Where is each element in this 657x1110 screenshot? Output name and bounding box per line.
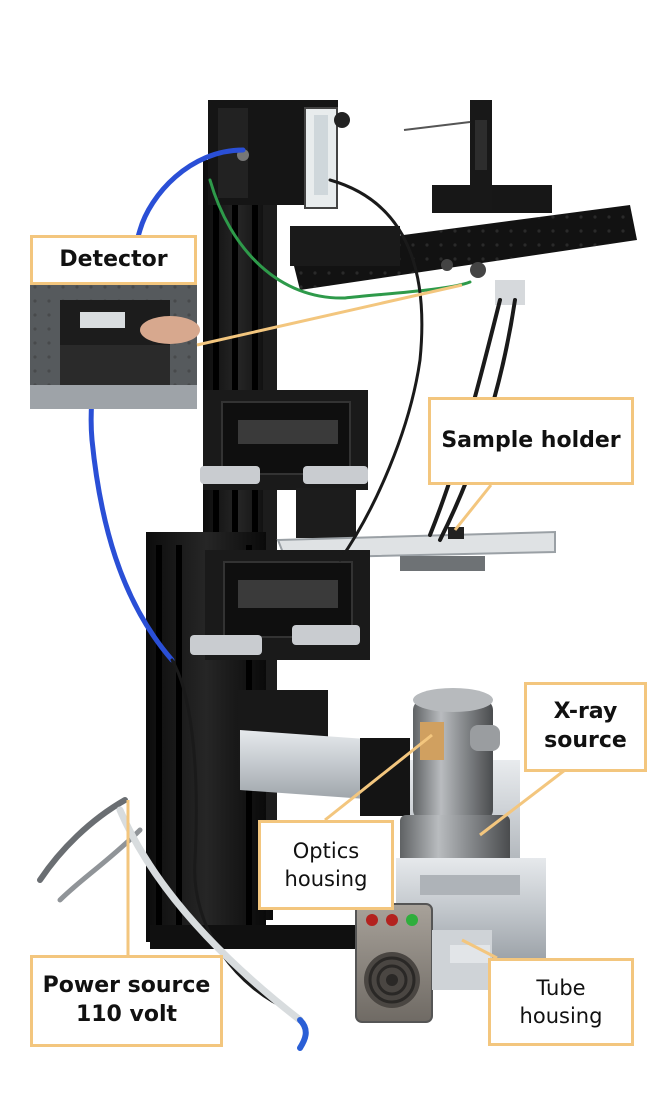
optics-housing-leader (324, 733, 433, 822)
cables (37, 147, 517, 1051)
xray-source-label: X-ray source (524, 682, 647, 772)
sample-holder-label: Sample holder (428, 397, 634, 485)
detector-label: Detector (30, 235, 197, 285)
tube-housing-leader (461, 938, 498, 960)
optics-housing-label-line2: housing (284, 867, 368, 891)
detector-label-text: Detector (59, 246, 168, 272)
optics-housing-label-line1: Optics (292, 838, 360, 863)
detector-inset (30, 282, 200, 409)
power-source-label: Power source 110 volt (30, 955, 223, 1047)
xray-source-label-line1: X-ray (553, 699, 618, 725)
optics-housing-label: Optics housing (258, 820, 394, 910)
upper-stage (200, 390, 368, 538)
lower-stage (190, 550, 370, 660)
power-source-label-line2: 110 volt (75, 1002, 178, 1027)
xray-source-label-line2: source (544, 728, 627, 753)
sample-holder-leader (453, 484, 493, 531)
power-source-label-line1: Power source (42, 973, 211, 999)
leader-lines (126, 283, 566, 960)
xray-source-leader (479, 768, 566, 837)
detector-assembly (208, 100, 350, 209)
sample-holder-label-text: Sample holder (441, 427, 621, 453)
tube-housing-label: Tube housing (488, 958, 634, 1046)
tube-housing-label-line2: housing (519, 1004, 603, 1028)
breadboard-arm (290, 100, 637, 305)
tube-housing-label-line1: Tube (536, 975, 586, 1000)
detector-leader (196, 283, 463, 347)
